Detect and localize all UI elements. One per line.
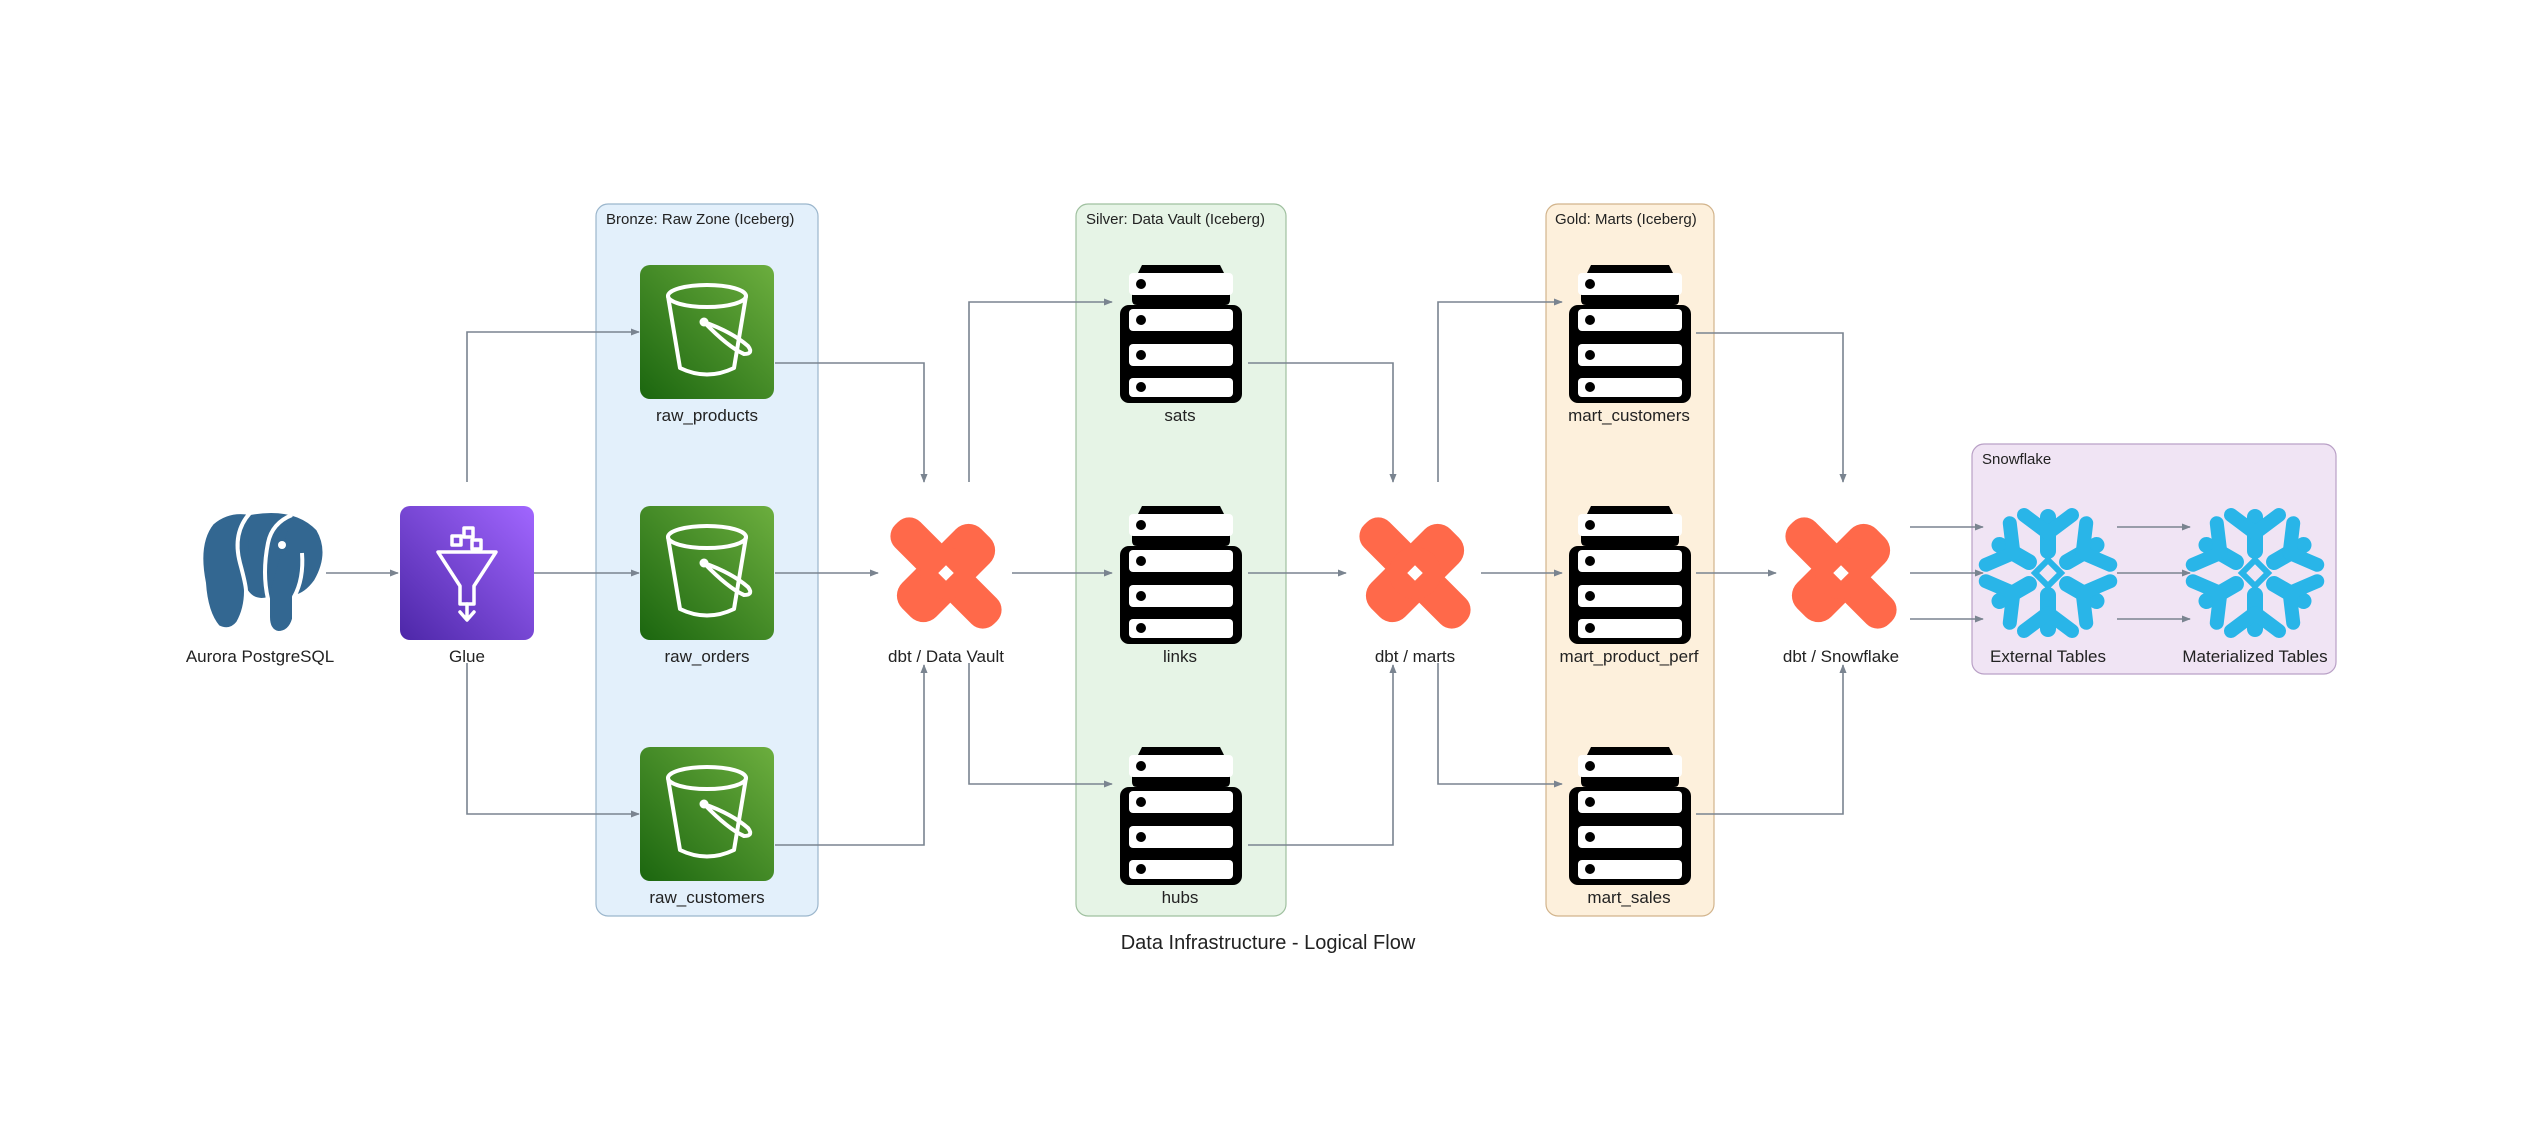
aws-glue-icon	[400, 506, 534, 640]
node-raw-customers[interactable]: raw_customers	[638, 745, 776, 907]
node-glue[interactable]: Glue	[400, 506, 534, 666]
node-label-dbt-snowflake: dbt / Snowflake	[1783, 647, 1899, 666]
node-hubs[interactable]: hubs	[1120, 747, 1242, 907]
node-label-dbt-marts: dbt / marts	[1375, 647, 1455, 666]
cluster-snowflake-label: Snowflake	[1982, 451, 2051, 468]
s3-bucket-icon	[638, 263, 776, 401]
s3-bucket-icon	[638, 745, 776, 883]
node-label-sats: sats	[1164, 406, 1195, 425]
node-label-dbt-data-vault: dbt / Data Vault	[888, 647, 1004, 666]
edge-dbt-vault-hubs	[968, 663, 1113, 788]
node-links[interactable]: links	[1120, 506, 1242, 666]
edge-dbt-vault-sats	[968, 298, 1113, 482]
cluster-gold-label: Gold: Marts (Iceberg)	[1555, 211, 1697, 228]
node-mart-product-perf[interactable]: mart_product_perf	[1560, 506, 1699, 666]
edge-glue-raw-customers	[466, 663, 640, 818]
edge-glue-raw-products	[466, 328, 640, 482]
database-stack-icon	[1120, 747, 1242, 885]
node-aurora-postgresql[interactable]: Aurora PostgreSQL	[186, 509, 334, 666]
node-label-raw-orders: raw_orders	[664, 647, 749, 666]
cluster-silver-label: Silver: Data Vault (Iceberg)	[1086, 211, 1265, 228]
edge-dbt-marts-mart-customers	[1437, 298, 1563, 482]
database-stack-icon	[1120, 265, 1242, 403]
diagram-title: Data Infrastructure - Logical Flow	[1121, 932, 1416, 954]
dbt-icon	[1352, 510, 1478, 636]
edge-raw-products-dbt-vault	[775, 362, 928, 483]
node-materialized-tables[interactable]: Materialized Tables	[2182, 509, 2327, 666]
node-label-materialized-tables: Materialized Tables	[2182, 647, 2327, 666]
edge-dbt-marts-mart-sales	[1437, 663, 1563, 788]
node-label-mart-sales: mart_sales	[1587, 888, 1670, 907]
node-label-aurora-postgresql: Aurora PostgreSQL	[186, 647, 334, 666]
node-raw-products[interactable]: raw_products	[638, 263, 776, 425]
node-label-glue: Glue	[449, 647, 485, 666]
node-label-mart-customers: mart_customers	[1568, 406, 1690, 425]
postgresql-elephant-icon	[199, 509, 327, 635]
database-stack-icon	[1569, 265, 1691, 403]
node-dbt-snowflake[interactable]: dbt / Snowflake	[1778, 510, 1904, 666]
node-sats[interactable]: sats	[1120, 265, 1242, 425]
node-mart-sales[interactable]: mart_sales	[1569, 747, 1691, 907]
database-stack-icon	[1120, 506, 1242, 644]
cluster-bronze-label: Bronze: Raw Zone (Iceberg)	[606, 211, 794, 228]
database-stack-icon	[1569, 506, 1691, 644]
node-label-raw-customers: raw_customers	[649, 888, 764, 907]
node-label-links: links	[1163, 647, 1197, 666]
node-raw-orders[interactable]: raw_orders	[638, 504, 776, 666]
edge-hubs-dbt-marts	[1248, 664, 1397, 846]
database-stack-icon	[1569, 747, 1691, 885]
node-label-external-tables: External Tables	[1990, 647, 2106, 666]
edge-sats-dbt-marts	[1248, 362, 1397, 483]
node-label-hubs: hubs	[1162, 888, 1199, 907]
dbt-icon	[1778, 510, 1904, 636]
node-dbt-data-vault[interactable]: dbt / Data Vault	[883, 510, 1009, 666]
edge-raw-customers-dbt-vault	[775, 664, 928, 846]
node-external-tables[interactable]: External Tables	[1981, 509, 2116, 666]
dbt-icon	[883, 510, 1009, 636]
node-label-raw-products: raw_products	[656, 406, 758, 425]
node-label-mart-product-perf: mart_product_perf	[1560, 647, 1699, 666]
node-mart-customers[interactable]: mart_customers	[1568, 265, 1691, 425]
edges	[326, 298, 2191, 846]
s3-bucket-icon	[638, 504, 776, 642]
edge-mart-sales-dbt-snowflake	[1696, 664, 1847, 815]
node-dbt-marts[interactable]: dbt / marts	[1352, 510, 1478, 666]
edge-mart-customers-dbt-snowflake	[1696, 332, 1847, 483]
